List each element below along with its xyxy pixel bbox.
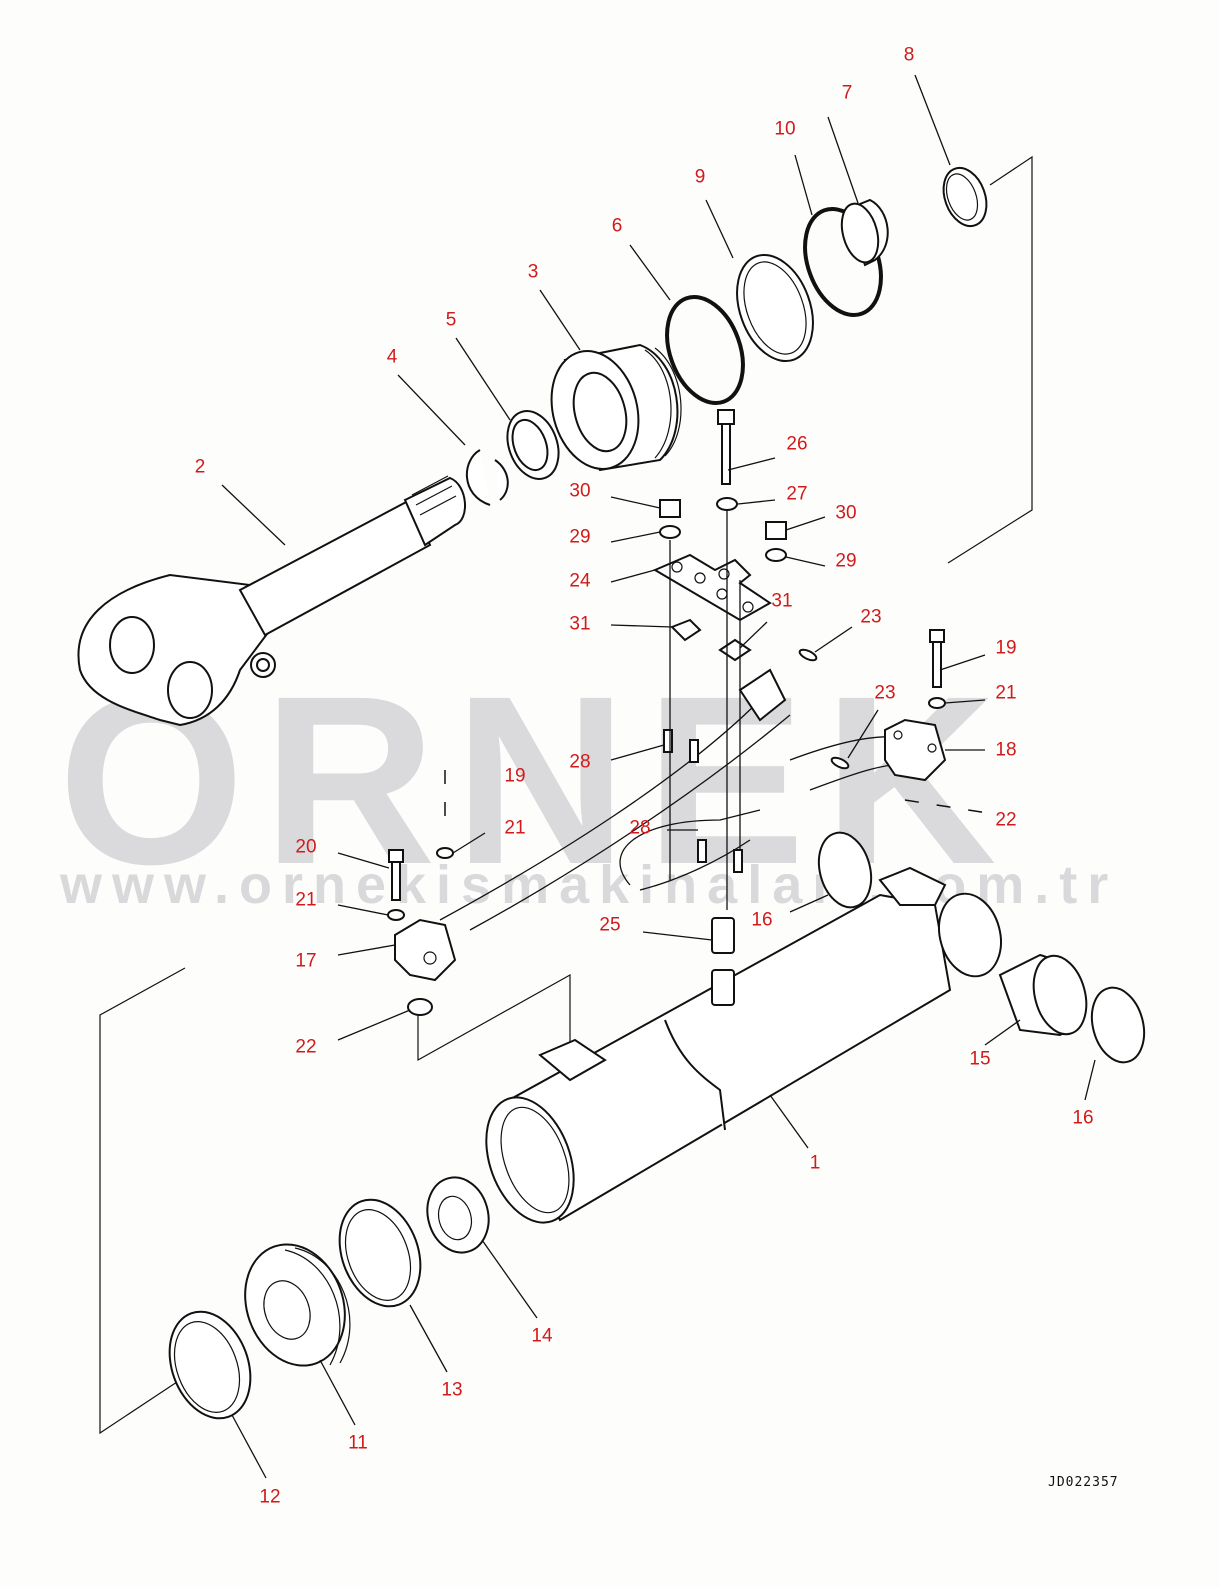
bolt-part-19: [929, 629, 945, 688]
callout-14: 14: [531, 1325, 553, 1347]
callout-29a: 29: [569, 526, 591, 548]
assembly-frame-lines: [99, 155, 1033, 1435]
callout-31a: 31: [569, 613, 591, 635]
callout-13: 13: [441, 1379, 463, 1401]
nut-part-14: [426, 1176, 490, 1254]
washer-part-21b: [387, 909, 405, 921]
o-ring-part-6: [665, 294, 745, 406]
stud-part-28d: [733, 849, 743, 873]
callout-leader-lines: [221, 74, 1096, 1479]
stud-part-28: [663, 729, 673, 753]
flange-part-17: [394, 918, 457, 982]
callout-28a: 28: [569, 751, 591, 773]
dust-seal-part-16: [817, 831, 873, 909]
gland-part-3: [550, 343, 682, 472]
o-ring-part-22: [407, 998, 433, 1016]
callout-21b: 21: [504, 817, 526, 839]
callout-23b: 23: [874, 682, 896, 704]
callout-19b: 19: [504, 765, 526, 787]
callout-1: 1: [809, 1152, 821, 1174]
seal-part-12: [168, 1310, 252, 1420]
callout-19a: 19: [995, 637, 1017, 659]
piston-rod-part-2: [77, 475, 467, 727]
callout-30a: 30: [569, 480, 591, 502]
dust-seal-part-8: [942, 166, 988, 228]
callout-2: 2: [194, 456, 206, 478]
callout-16a: 16: [751, 909, 773, 931]
callout-24: 24: [569, 570, 591, 592]
washer-part-29b: [765, 548, 787, 562]
tube-assembly: [439, 668, 916, 931]
callout-22b: 22: [295, 1036, 317, 1058]
washer-part-29: [659, 525, 681, 539]
callout-6: 6: [611, 215, 623, 237]
plate-part-24: [652, 553, 772, 622]
callout-4: 4: [386, 346, 398, 368]
stud-part-28c: [697, 839, 707, 863]
dust-seal-part-16b: [1090, 986, 1146, 1064]
seal-part-5: [506, 410, 560, 480]
callout-11: 11: [348, 1432, 368, 1454]
callout-22a: 22: [995, 809, 1017, 831]
clip-part-31: [670, 618, 702, 642]
bushing-part-7: [840, 198, 889, 267]
callout-15: 15: [969, 1048, 991, 1070]
washer-part-21c: [436, 847, 454, 859]
washer-part-21: [928, 697, 946, 709]
bolt-part-20: [388, 849, 404, 901]
washer-part-27: [716, 497, 738, 511]
wear-ring-part-13: [338, 1198, 422, 1308]
piston-part-11: [244, 1243, 351, 1367]
callout-10: 10: [774, 118, 796, 140]
callout-20: 20: [295, 836, 317, 858]
drawing-id: JD022357: [1048, 1475, 1119, 1490]
callout-5: 5: [445, 309, 457, 331]
callout-28b: 28: [629, 817, 651, 839]
backup-ring-part-9: [736, 253, 814, 363]
callout-17: 17: [295, 950, 317, 972]
callout-21a: 21: [995, 682, 1017, 704]
callout-21c: 21: [295, 889, 317, 911]
callout-25: 25: [599, 914, 621, 936]
callout-9: 9: [694, 166, 706, 188]
nut-part-30: [659, 499, 787, 540]
snap-ring-part-4: [466, 449, 509, 506]
callout-23a: 23: [860, 606, 882, 628]
callout-18: 18: [995, 739, 1017, 761]
callout-27: 27: [786, 483, 808, 505]
spacer-part-25: [711, 917, 735, 954]
bushing-part-15: [998, 953, 1088, 1037]
callout-30b: 30: [835, 502, 857, 524]
callout-31b: 31: [771, 590, 793, 612]
flange-part-18: [884, 718, 947, 782]
callout-26: 26: [786, 433, 808, 455]
callout-29b: 29: [835, 550, 857, 572]
cylinder-tube-part-1: [485, 866, 1002, 1224]
stud-part-28b: [689, 739, 699, 763]
callout-12: 12: [259, 1486, 281, 1508]
o-ring-part-23b: [830, 756, 850, 770]
callout-3: 3: [527, 261, 539, 283]
bolt-part-26: [717, 409, 735, 485]
callout-7: 7: [841, 82, 853, 104]
callout-8: 8: [903, 44, 915, 66]
o-ring-part-23: [798, 648, 818, 662]
callout-16b: 16: [1072, 1107, 1094, 1129]
